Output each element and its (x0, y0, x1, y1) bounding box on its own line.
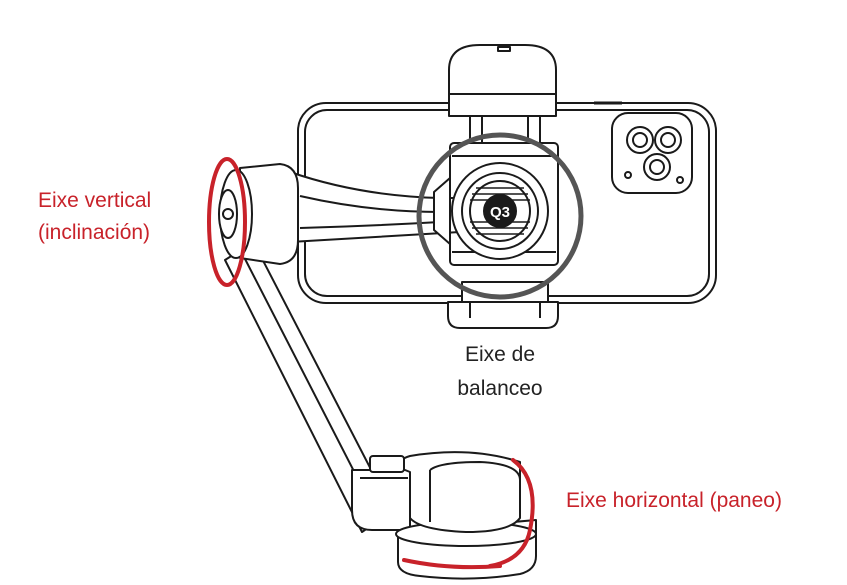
tilt-axis-label-line1: Eixe vertical (38, 189, 152, 212)
gimbal-arm (224, 246, 411, 533)
pan-axis-lower-arc (402, 558, 502, 570)
tilt-axis-label: Eixe vertical (inclinación) (38, 187, 151, 247)
tilt-axis-highlight-ring (207, 157, 247, 287)
roll-motor (433, 162, 549, 260)
roll-axis-highlight-ring (416, 132, 584, 300)
pan-axis-label-line1: Eixe horizontal (paneo) (566, 489, 782, 512)
roll-axis-label-line1: Eixe de (464, 343, 536, 366)
brand-badge (483, 194, 517, 228)
roll-axis-label-line2: balanceo (457, 377, 543, 400)
camera-module (611, 112, 693, 194)
tilt-axis-label-line2: (inclinación) (38, 221, 151, 244)
brand-logo-text: Q3 (490, 204, 510, 221)
pan-axis-label: Eixe horizontal (paneo) (566, 487, 782, 515)
pan-axis-highlight-arc (488, 458, 535, 568)
roll-axis-label: Eixe de balanceo (430, 341, 570, 403)
